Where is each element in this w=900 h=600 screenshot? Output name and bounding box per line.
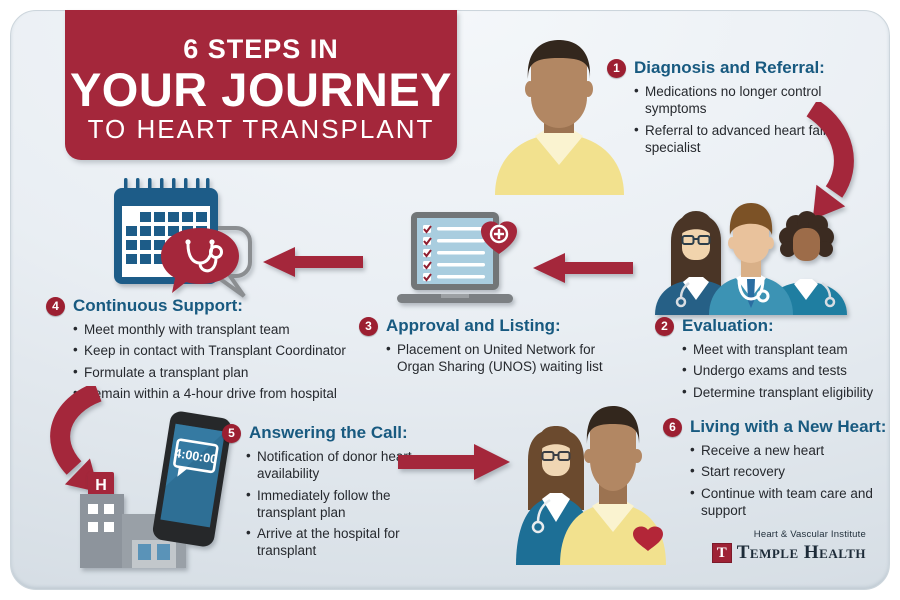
laptop-checklist-icon bbox=[397, 212, 517, 303]
bullet: Start recovery bbox=[690, 462, 890, 480]
title-line-3: TO HEART TRANSPLANT bbox=[87, 114, 435, 145]
phone-countdown-icon: H 4:00:00 bbox=[80, 411, 232, 568]
flow-arrow-icon bbox=[263, 247, 363, 277]
flow-arrow-icon bbox=[806, 102, 854, 220]
step-4-bullets: Meet monthly with transplant team Keep i… bbox=[73, 320, 354, 402]
step-6-block: 6 Living with a New Heart: Receive a new… bbox=[663, 417, 891, 523]
temple-t-icon: T bbox=[711, 543, 732, 563]
step-3-bullets: Placement on United Network for Organ Sh… bbox=[386, 340, 611, 376]
step-1-badge: 1 bbox=[607, 58, 626, 78]
bullet: Keep in contact with Transplant Coordina… bbox=[73, 341, 354, 359]
step-6-heading: Living with a New Heart: bbox=[690, 417, 887, 436]
bullet: Medications no longer control symptoms bbox=[634, 82, 886, 118]
bullet: Continue with team care and support bbox=[690, 484, 890, 520]
bullet: Meet monthly with transplant team bbox=[73, 320, 354, 338]
logo-tagline: Heart & Vascular Institute bbox=[753, 529, 866, 540]
heart-plus-icon bbox=[481, 221, 517, 254]
title-line-1: 6 STEPS IN bbox=[183, 34, 339, 64]
step-5-block: 5 Answering the Call: Notification of do… bbox=[222, 423, 414, 564]
patient-figure-icon bbox=[495, 40, 624, 195]
phone-countdown-text: 4:00:00 bbox=[173, 446, 218, 467]
step-5-bullets: Notification of donor heart availability… bbox=[246, 447, 416, 560]
bullet: Immediately follow the transplant plan bbox=[246, 486, 416, 522]
step-6-badge: 6 bbox=[663, 417, 682, 437]
bullet: Undergo exams and tests bbox=[682, 361, 893, 379]
step-2-block: 2 Evaluation: Meet with transplant team … bbox=[655, 316, 893, 405]
step-2-heading: Evaluation: bbox=[682, 316, 774, 335]
bullet: Placement on United Network for Organ Sh… bbox=[386, 340, 611, 376]
calendar-stethoscope-icon bbox=[114, 178, 252, 298]
bullet: Meet with transplant team bbox=[682, 340, 893, 358]
bullet: Referral to advanced heart failure speci… bbox=[634, 121, 886, 157]
bullet: Notification of donor heart availability bbox=[246, 447, 416, 483]
step-1-block: 1 Diagnosis and Referral: Medications no… bbox=[607, 58, 872, 160]
bullet: Formulate a transplant plan bbox=[73, 363, 354, 381]
step-2-bullets: Meet with transplant team Undergo exams … bbox=[682, 340, 893, 401]
new-heart-icon bbox=[633, 526, 663, 551]
flow-arrow-icon bbox=[533, 253, 633, 283]
step-4-block: 4 Continuous Support: Meet monthly with … bbox=[46, 296, 354, 406]
bullet: Arrive at the hospital for transplant bbox=[246, 524, 416, 560]
step-3-badge: 3 bbox=[359, 316, 378, 336]
step-2-badge: 2 bbox=[655, 316, 674, 336]
medical-team-icon bbox=[655, 203, 847, 315]
title-banner: 6 STEPS IN YOUR JOURNEY TO HEART TRANSPL… bbox=[65, 10, 457, 160]
step-1-heading: Diagnosis and Referral: bbox=[634, 58, 825, 77]
step-1-bullets: Medications no longer control symptoms R… bbox=[634, 82, 886, 157]
step-4-badge: 4 bbox=[46, 296, 65, 316]
step-3-block: 3 Approval and Listing: Placement on Uni… bbox=[359, 316, 607, 380]
step-3-heading: Approval and Listing: bbox=[386, 316, 561, 335]
patient-with-doctor-icon bbox=[516, 406, 666, 565]
bullet: Receive a new heart bbox=[690, 441, 890, 459]
hospital-sign-letter: H bbox=[95, 477, 107, 494]
step-6-bullets: Receive a new heart Start recovery Conti… bbox=[690, 441, 890, 520]
logo-name: Temple Health bbox=[736, 542, 866, 563]
step-5-heading: Answering the Call: bbox=[249, 423, 408, 442]
step-5-badge: 5 bbox=[222, 423, 241, 443]
step-4-heading: Continuous Support: bbox=[73, 296, 243, 315]
flow-arrow-icon bbox=[398, 444, 510, 480]
temple-health-logo: Heart & Vascular Institute T Temple Heal… bbox=[688, 529, 866, 564]
title-line-2: YOUR JOURNEY bbox=[69, 63, 453, 116]
bullet: Determine transplant eligibility bbox=[682, 383, 893, 401]
